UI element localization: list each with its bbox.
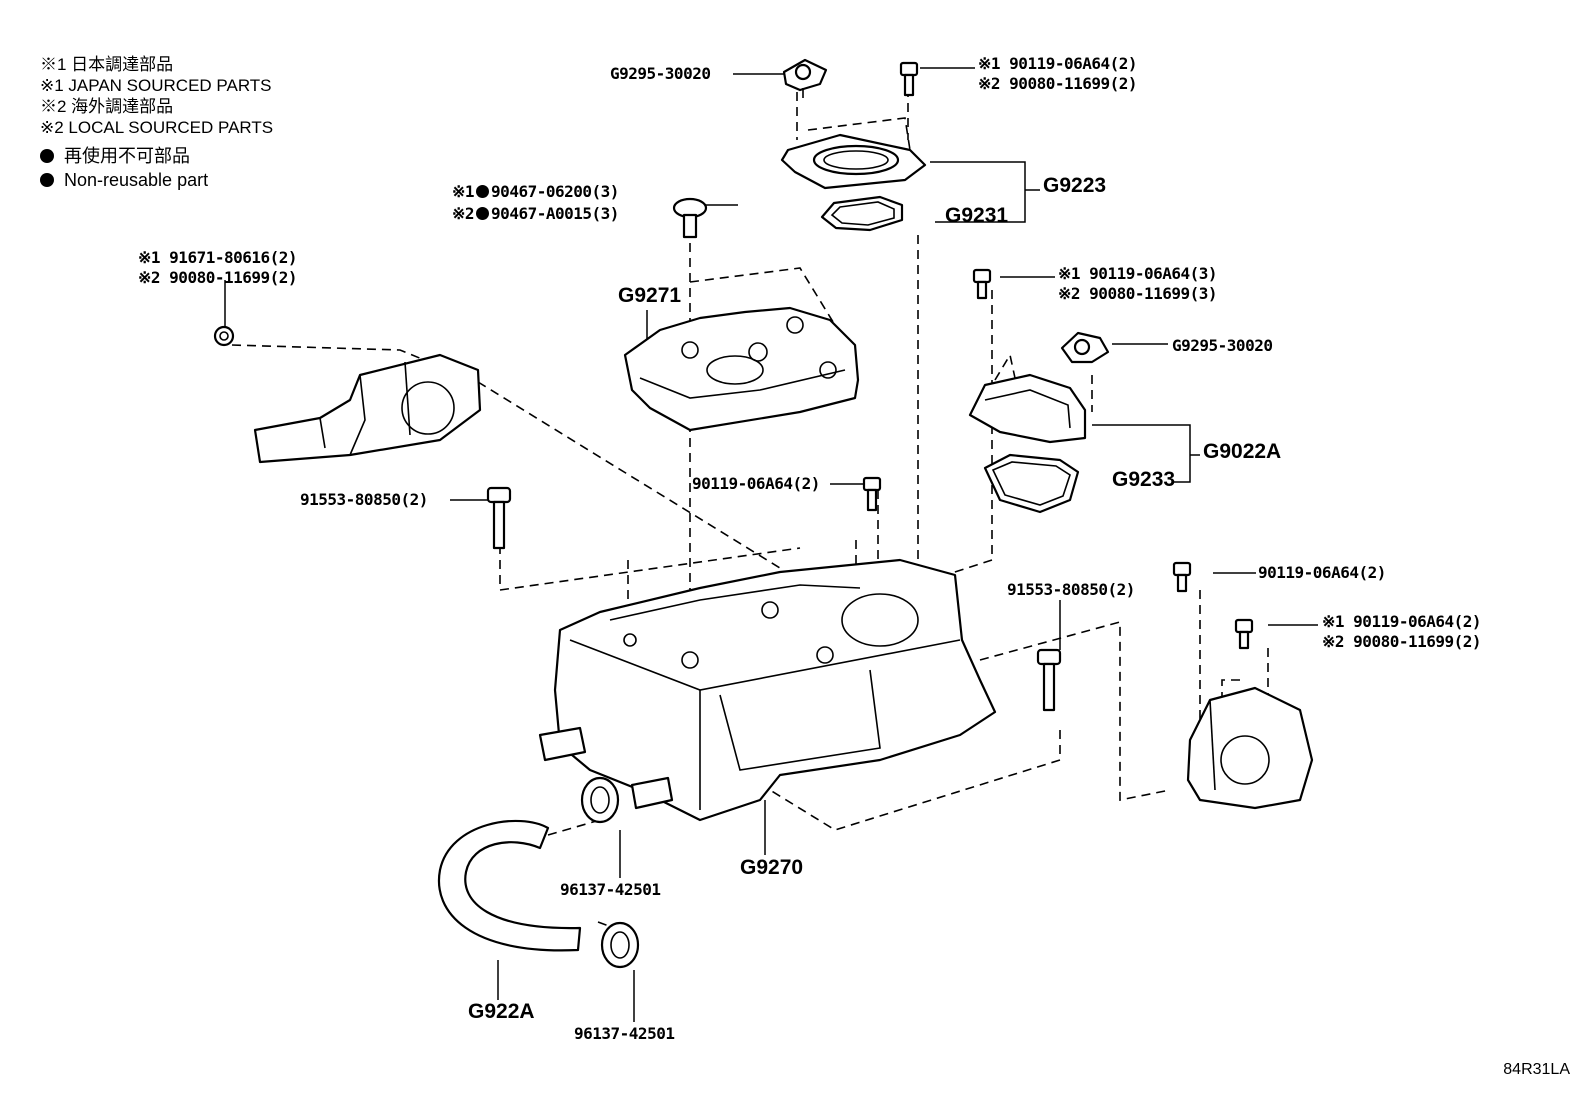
sensor-top bbox=[782, 58, 828, 98]
callout-bolt-mid: 90119-06A64(2) bbox=[692, 474, 820, 493]
illustration-code: 84R31LA bbox=[1503, 1061, 1570, 1078]
callout-clamp-lower: 96137-42501 bbox=[574, 1024, 675, 1043]
cover-g9271 bbox=[623, 306, 860, 432]
clamp-lower bbox=[600, 921, 640, 969]
callout-bolt-right-1: ※1 90119-06A64(3) bbox=[1058, 264, 1218, 283]
stud-left bbox=[486, 486, 512, 550]
assembly-dashed-lines bbox=[231, 88, 1269, 931]
callout-g9295-top: G9295-30020 bbox=[610, 64, 711, 83]
callout-nut-left-1: ※1 91671-80616(2) bbox=[138, 248, 298, 267]
sensor-right bbox=[1060, 331, 1110, 364]
gasket-g9231 bbox=[820, 195, 904, 232]
callout-g9231: G9231 bbox=[945, 204, 1009, 227]
housing-g9270 bbox=[538, 558, 997, 822]
callout-clamp-upper: 96137-42501 bbox=[560, 880, 661, 899]
callout-g9270: G9270 bbox=[740, 856, 804, 879]
callout-stud-right: 91553-80850(2) bbox=[1007, 580, 1135, 599]
legend-non-reusable-en: Non-reusable part bbox=[64, 170, 209, 190]
legend-japan-sourced-ja: ※1 日本調達部品 bbox=[40, 55, 174, 74]
leader-lines bbox=[224, 67, 1318, 1022]
nut-left bbox=[213, 325, 235, 347]
legend-japan-sourced-en: ※1 JAPAN SOURCED PARTS bbox=[40, 76, 272, 95]
callout-bolt-top-1: ※1 90119-06A64(2) bbox=[978, 54, 1138, 73]
callout-g9295-right: G9295-30020 bbox=[1172, 336, 1273, 355]
bullet-icon bbox=[40, 149, 54, 163]
non-reusable-bullet-icon bbox=[476, 185, 490, 198]
stud-right bbox=[1036, 648, 1062, 712]
legend-local-sourced-en: ※2 LOCAL SOURCED PARTS bbox=[40, 118, 274, 137]
callout-nut-left-2: ※2 90080-11699(2) bbox=[138, 268, 298, 287]
callout-bolt-bottom-right-2: ※2 90080-11699(2) bbox=[1322, 632, 1482, 651]
callout-g9223: G9223 bbox=[1043, 174, 1107, 197]
legend-local-sourced-ja: ※2 海外調達部品 bbox=[40, 97, 174, 116]
bolt-top bbox=[899, 61, 919, 97]
bolt-far-right bbox=[1172, 561, 1192, 593]
callout-g9271: G9271 bbox=[618, 284, 682, 307]
connector-left bbox=[253, 353, 482, 464]
callout-bolt-bottom-right-1: ※1 90119-06A64(2) bbox=[1322, 612, 1482, 631]
bullet-icon bbox=[40, 173, 54, 187]
bolt-mid bbox=[862, 476, 882, 512]
non-reusable-bullet-icon bbox=[476, 207, 490, 220]
legend-non-reusable-ja: 再使用不可部品 bbox=[64, 146, 190, 166]
bolt-right-upper bbox=[972, 268, 992, 300]
gasket-g9233 bbox=[983, 453, 1080, 514]
clip-90467 bbox=[672, 197, 708, 239]
bracket-g9223 bbox=[780, 133, 927, 190]
callout-bolt-far-right: 90119-06A64(2) bbox=[1258, 563, 1386, 582]
callout-g9022a: G9022A bbox=[1203, 440, 1282, 463]
legend: ※1 日本調達部品 ※1 JAPAN SOURCED PARTS ※2 海外調達… bbox=[40, 54, 273, 192]
bracket-g9022a bbox=[968, 373, 1087, 444]
callout-bolt-top-2: ※2 90080-11699(2) bbox=[978, 74, 1138, 93]
connector-right bbox=[1186, 686, 1314, 810]
hose-g922a bbox=[437, 819, 582, 952]
clamp-upper bbox=[580, 776, 620, 824]
callout-g9233: G9233 bbox=[1112, 468, 1176, 491]
callout-g922a: G922A bbox=[468, 1000, 535, 1023]
callout-bolt-right-2: ※2 90080-11699(3) bbox=[1058, 284, 1218, 303]
bolt-bottom-right bbox=[1234, 618, 1254, 650]
callout-stud-left: 91553-80850(2) bbox=[300, 490, 428, 509]
